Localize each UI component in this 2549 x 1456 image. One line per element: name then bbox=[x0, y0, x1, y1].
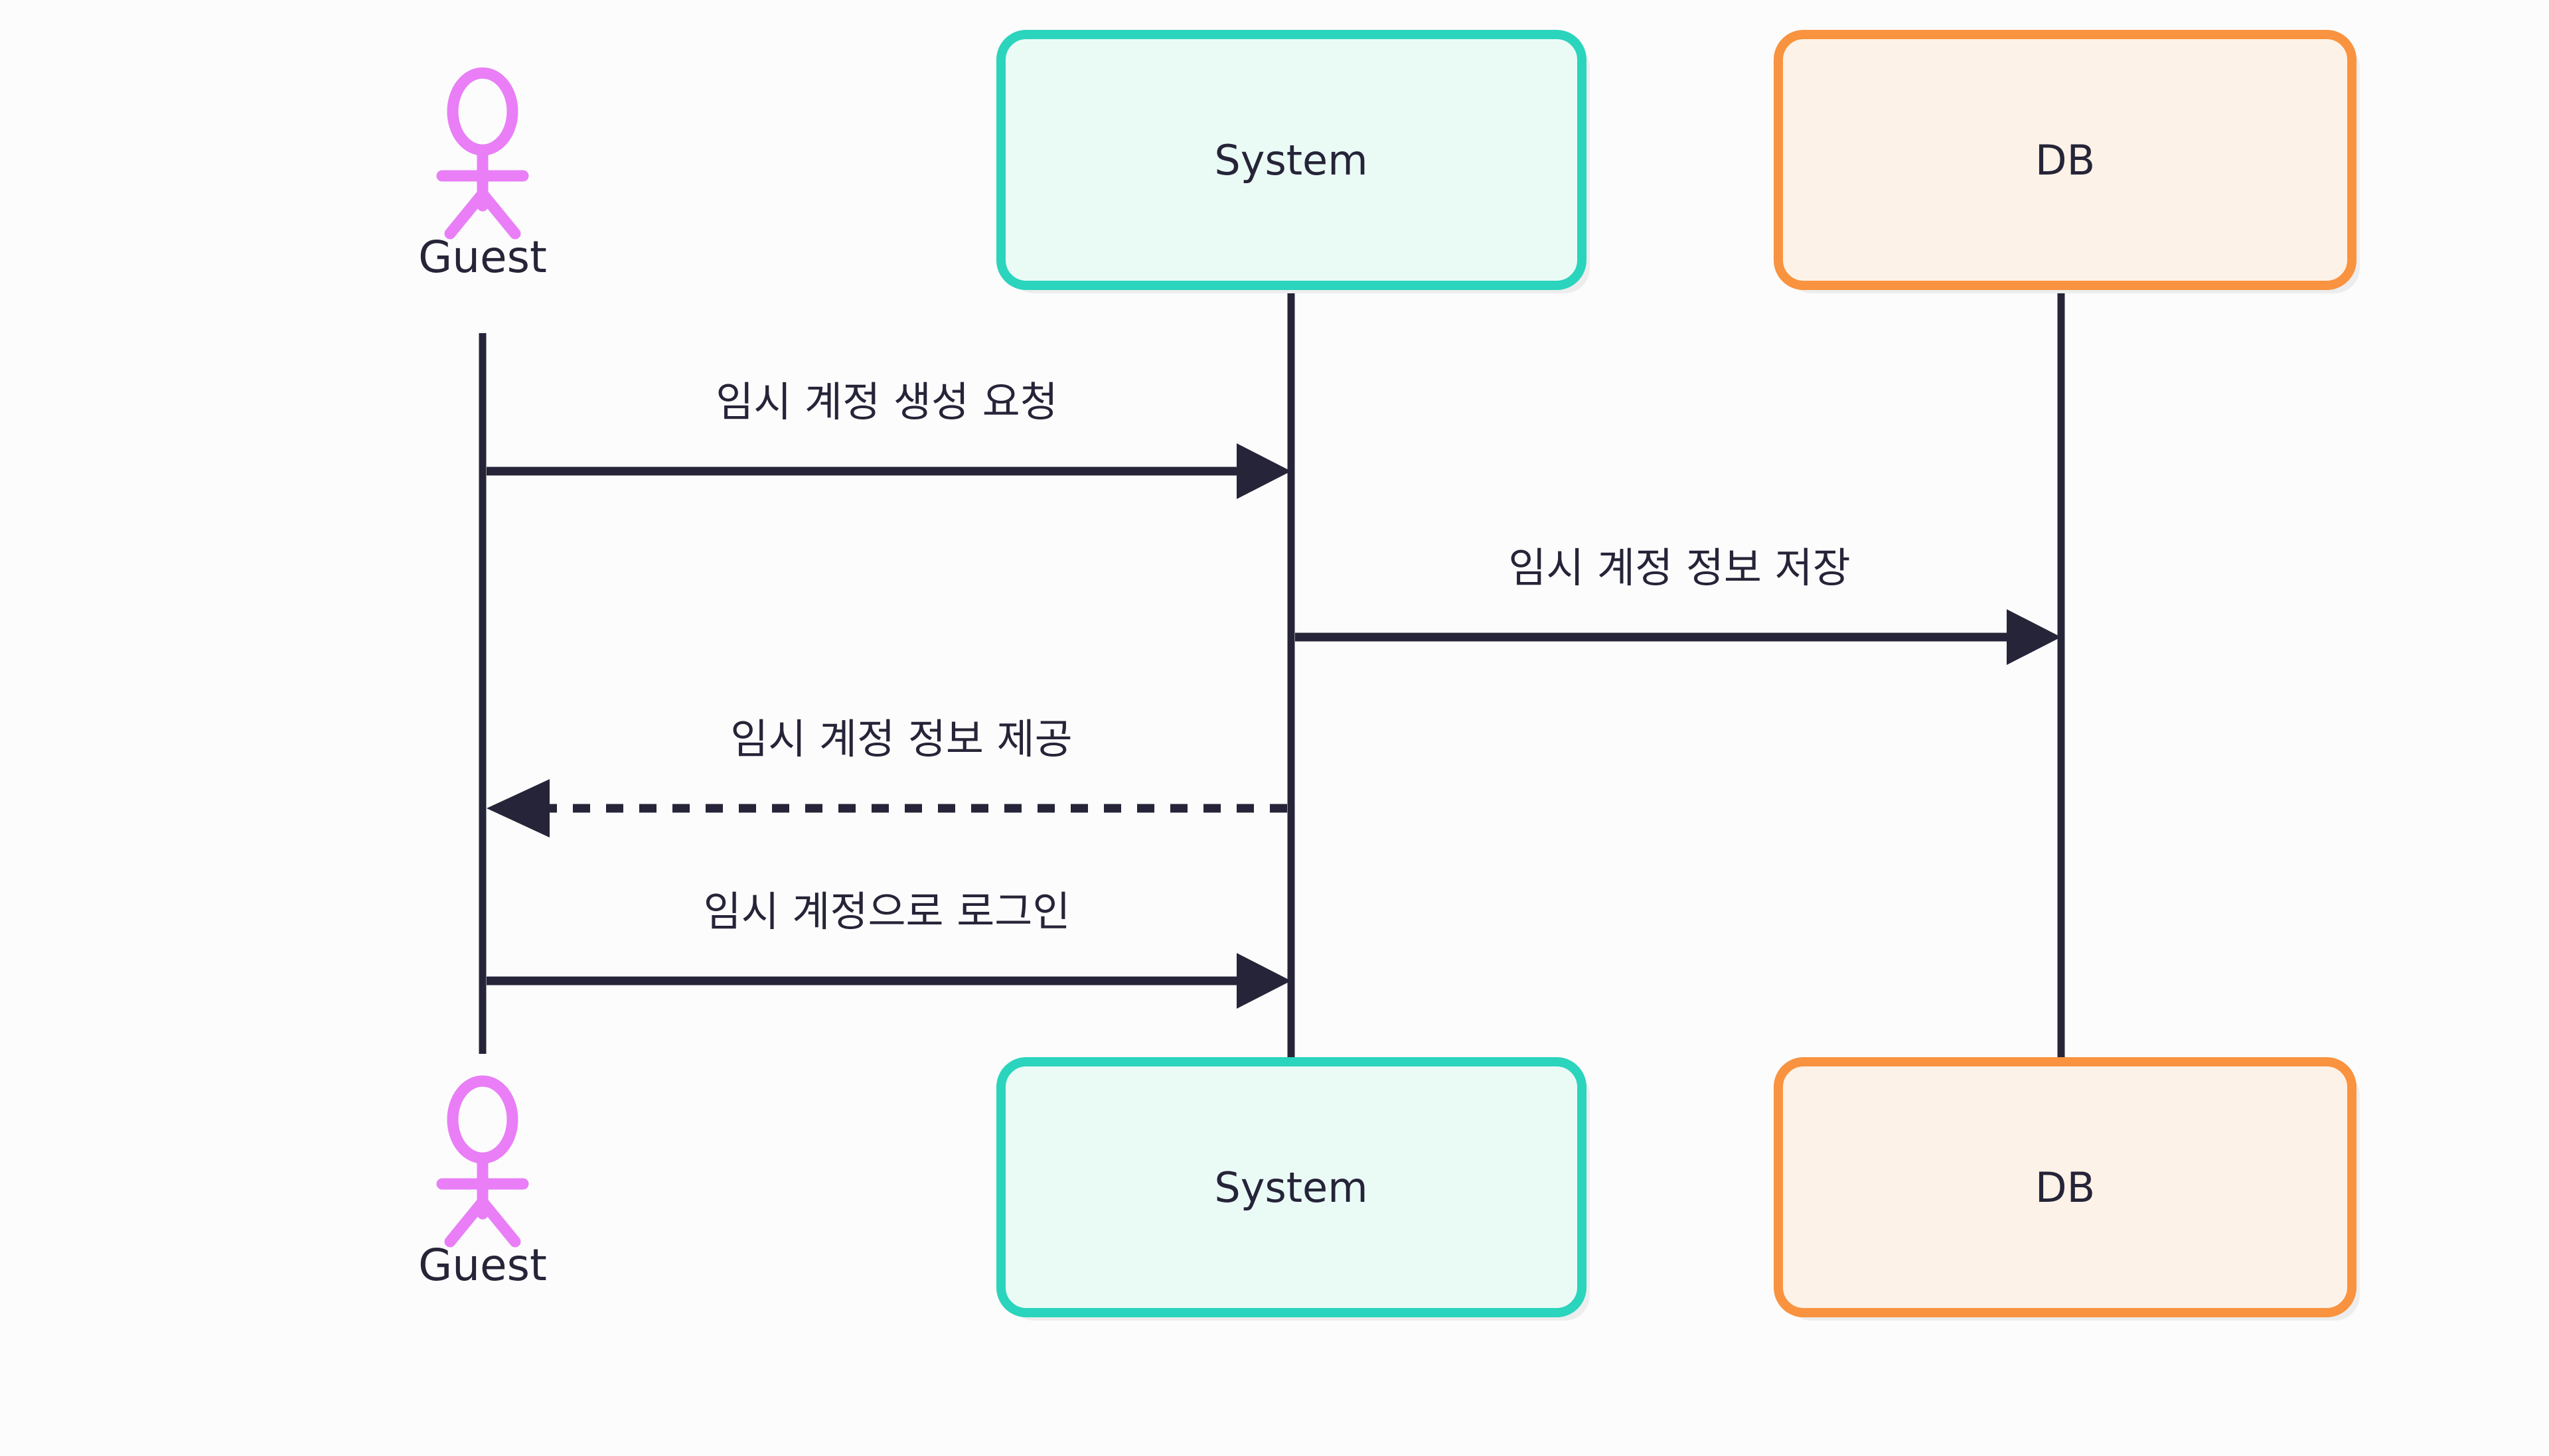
message-4[interactable]: 임시 계정으로 로그인 bbox=[487, 887, 1291, 1009]
message-4-label: 임시 계정으로 로그인 bbox=[704, 887, 1071, 936]
participant-system-top[interactable]: System bbox=[996, 30, 1590, 293]
participant-system-bottom[interactable]: System bbox=[996, 1057, 1590, 1321]
participant-db-top-box bbox=[1774, 30, 2356, 290]
message-2-arrowhead-icon bbox=[2007, 609, 2061, 665]
participant-db-bottom[interactable]: DB bbox=[1774, 1057, 2360, 1321]
message-2[interactable]: 임시 계정 정보 저장 bbox=[1295, 544, 2061, 665]
participant-db-top-label: DB bbox=[2035, 136, 2095, 184]
message-1[interactable]: 임시 계정 생성 요청 bbox=[487, 378, 1291, 499]
actor-guest-bottom[interactable]: Guest bbox=[418, 1075, 547, 1291]
actor-guest-top-label: Guest bbox=[418, 232, 547, 283]
message-1-label: 임시 계정 생성 요청 bbox=[716, 378, 1057, 426]
participant-db-top[interactable]: DB bbox=[1774, 30, 2360, 293]
actor-stick-figure-icon bbox=[436, 1075, 529, 1248]
participant-system-top-box bbox=[996, 30, 1586, 290]
participant-db-bottom-box bbox=[1774, 1057, 2356, 1317]
lifelines-group bbox=[479, 279, 2065, 1062]
message-3-label: 임시 계정 정보 제공 bbox=[730, 715, 1072, 763]
participant-system-bottom-label: System bbox=[1214, 1163, 1367, 1212]
participant-db-bottom-label: DB bbox=[2035, 1163, 2095, 1212]
actor-guest-top[interactable]: Guest bbox=[418, 67, 547, 283]
message-3-arrowhead-icon bbox=[487, 779, 550, 837]
message-4-arrowhead-icon bbox=[1237, 953, 1291, 1009]
message-3[interactable]: 임시 계정 정보 제공 bbox=[487, 715, 1287, 837]
participant-system-bottom-box bbox=[996, 1057, 1586, 1317]
actor-guest-bottom-label: Guest bbox=[418, 1240, 547, 1291]
participant-system-top-label: System bbox=[1214, 136, 1367, 184]
message-2-label: 임시 계정 정보 저장 bbox=[1508, 544, 1850, 592]
message-1-arrowhead-icon bbox=[1237, 443, 1291, 499]
actor-stick-figure-icon bbox=[436, 67, 529, 240]
